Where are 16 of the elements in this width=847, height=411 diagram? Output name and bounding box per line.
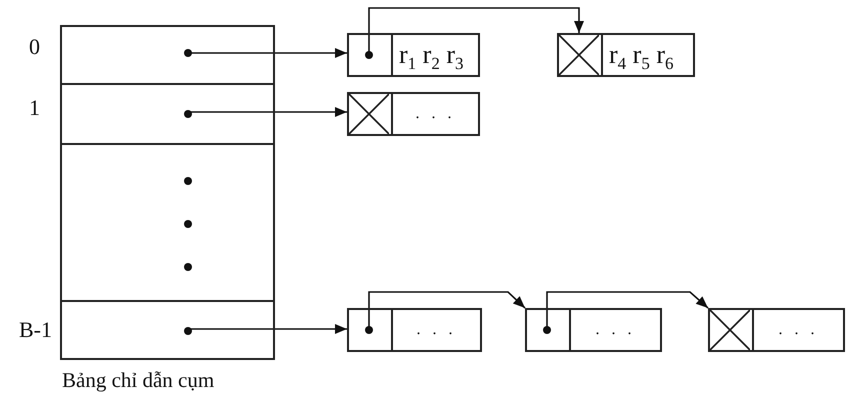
row-index: B-1	[19, 317, 52, 343]
record-data: . . .	[594, 320, 636, 340]
record-data: r$_{1}$ r$_{2}$ r$_{3}$	[398, 39, 465, 75]
record-data: r$_{4}$ r$_{5}$ r$_{6}$	[608, 39, 675, 75]
record-box	[347, 308, 482, 352]
record-box	[525, 308, 662, 352]
row-index: 0	[29, 34, 40, 60]
row-index: 1	[29, 95, 40, 121]
record-data: . . .	[416, 320, 458, 340]
record-box	[347, 33, 480, 77]
table-caption: Bảng chỉ dẫn cụm	[62, 368, 214, 393]
record-data: . . .	[778, 320, 820, 340]
record-data: . . .	[414, 104, 456, 124]
record-box	[708, 308, 845, 352]
record-box	[347, 92, 480, 136]
record-box	[557, 33, 695, 77]
